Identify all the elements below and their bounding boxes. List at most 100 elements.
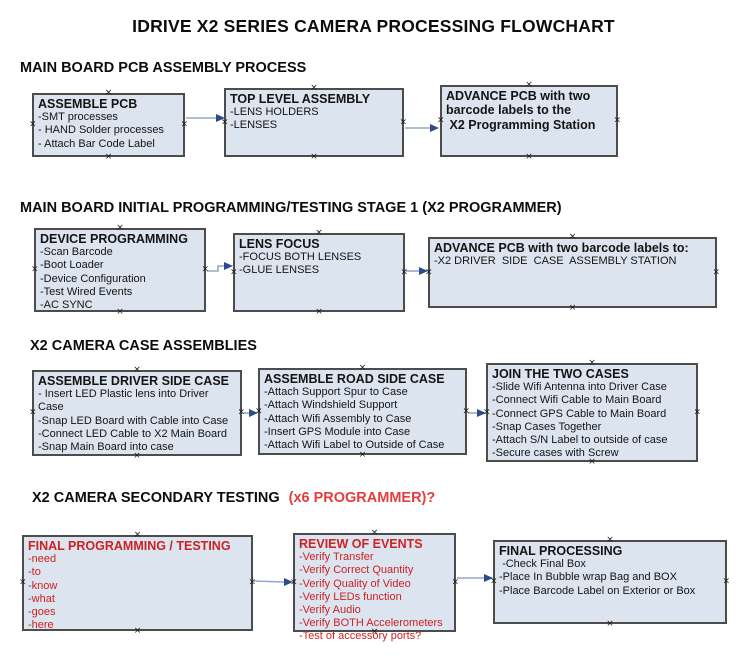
connection-point-icon: ×: [358, 363, 367, 373]
section-header-black-part: X2 CAMERA SECONDARY TESTING: [32, 490, 280, 506]
connector-arrow[interactable]: [186, 114, 225, 122]
flow-box-device-programming[interactable]: × × × × DEVICE PROGRAMMING -Scan Barcode…: [31, 224, 209, 317]
connection-point-icon: ×: [483, 407, 491, 417]
box-item: -to: [28, 566, 41, 579]
box-item: -Place Barcode Label on Exterior or Box: [499, 584, 696, 597]
box-item: -Snap Cases Together: [492, 420, 602, 433]
box-item: -Snap LED Board with Cable into Case: [38, 414, 229, 427]
flow-box-assemble-driver-side-case[interactable]: × × × × ASSEMBLE DRIVER SIDE CASE - Inse…: [29, 366, 245, 461]
connector-arrow[interactable]: [468, 409, 486, 417]
box-item: -Boot Loader: [40, 259, 104, 272]
flow-box-join-two-cases[interactable]: × × × × JOIN THE TWO CASES -Slide Wifi A…: [483, 359, 701, 467]
connection-point-icon: ×: [116, 223, 124, 233]
section-header-secondary-testing: X2 CAMERA SECONDARY TESTING (x6 PROGRAMME…: [32, 490, 435, 506]
box-item: - Insert LED Plastic lens into Driver Ca…: [38, 388, 212, 414]
connection-point-icon: ×: [613, 115, 621, 126]
connection-point-icon: ×: [568, 232, 577, 242]
connection-point-icon: ×: [104, 88, 113, 98]
box-item: -Snap Main Board into case: [38, 441, 174, 453]
flow-box-top-level-assembly[interactable]: × × × × TOP LEVEL ASSEMBLY -LENS HOLDERS…: [221, 84, 407, 162]
box-item: -Place In Bubble wrap Bag and BOX: [499, 571, 677, 584]
connection-point-icon: ×: [221, 117, 229, 127]
connection-point-icon: ×: [568, 303, 577, 313]
section-header-initial-programming: MAIN BOARD INITIAL PROGRAMMING/TESTING S…: [20, 200, 562, 216]
connection-point-icon: ×: [399, 117, 407, 127]
section-header-red-part: (x6 PROGRAMMER)?: [288, 490, 436, 506]
box-item: -Connect Wifi Cable to Main Board: [492, 394, 662, 407]
connection-point-icon: ×: [133, 365, 141, 375]
connection-point-icon: ×: [451, 577, 459, 587]
flow-box-assemble-pcb[interactable]: × × × × ASSEMBLE PCB -SMT processes - HA…: [29, 89, 188, 162]
flow-box-advance-pcb-programming-station[interactable]: × × × × ADVANCE PCB with two barcode lab…: [437, 81, 621, 162]
section-header-pcb-assembly: MAIN BOARD PCB ASSEMBLY PROCESS: [20, 60, 307, 76]
box-title: LENS FOCUS: [239, 237, 320, 251]
connector-arrow[interactable]: [457, 574, 493, 582]
box-item: -Verify Correct Quantity: [299, 564, 414, 577]
flow-box-review-of-events[interactable]: × × × × REVIEW OF EVENTS -Verify Transfe…: [290, 529, 459, 643]
box-item: -Attach Windshield Support: [264, 399, 398, 412]
box-title: ASSEMBLE ROAD SIDE CASE: [264, 372, 445, 386]
connection-point-icon: ×: [116, 307, 124, 317]
flow-box-final-programming-testing[interactable]: × × × × FINAL PROGRAMMING / TESTING -nee…: [19, 531, 256, 636]
connection-point-icon: ×: [310, 83, 318, 93]
flow-box-lens-focus[interactable]: × × × × LENS FOCUS -FOCUS BOTH LENSES -G…: [230, 229, 408, 317]
connection-point-icon: ×: [490, 576, 498, 587]
box-item: -Insert GPS Module into Case: [264, 425, 411, 438]
connector-arrow[interactable]: [405, 124, 439, 132]
box-title: ASSEMBLE DRIVER SIDE CASE: [38, 374, 230, 388]
section-header-case-assemblies: X2 CAMERA CASE ASSEMBLIES: [30, 338, 257, 354]
box-title: ADVANCE PCB with two barcode labels to:: [434, 241, 689, 255]
box-item: -Attach Wifi Assembly to Case: [264, 412, 412, 425]
box-item: -Check Final Box: [499, 558, 586, 571]
connection-point-icon: ×: [255, 406, 263, 416]
connector-arrow[interactable]: [207, 262, 233, 272]
flow-box-final-processing[interactable]: × × × × FINAL PROCESSING -Check Final Bo…: [490, 536, 730, 629]
connection-point-icon: ×: [525, 152, 533, 162]
connector-arrow[interactable]: [243, 409, 258, 417]
flow-box-advance-pcb-driver-side[interactable]: × × × × ADVANCE PCB with two barcode lab…: [425, 233, 720, 313]
connector-arrow[interactable]: [406, 267, 428, 275]
connection-point-icon: ×: [19, 577, 27, 588]
box-item: -Attach S/N Label to outside of case: [492, 434, 668, 446]
box-item: - HAND Solder processes: [38, 124, 164, 137]
box-item: -Attach Support Spur to Case: [264, 386, 408, 399]
connection-point-icon: ×: [400, 267, 408, 277]
box-title: TOP LEVEL ASSEMBLY: [230, 92, 371, 106]
flow-box-assemble-road-side-case[interactable]: × × × × ASSEMBLE ROAD SIDE CASE -Attach …: [255, 364, 470, 460]
box-item: -X2 DRIVER SIDE CASE ASSEMBLY STATION: [434, 255, 677, 268]
connection-point-icon: ×: [315, 228, 323, 238]
connection-point-icon: ×: [29, 119, 37, 130]
box-item: -Secure cases with Screw: [492, 447, 619, 460]
connection-point-icon: ×: [104, 152, 113, 162]
box-item: -Device Configuration: [40, 272, 146, 285]
connection-point-icon: ×: [588, 457, 596, 467]
box-item: -here: [28, 619, 54, 632]
connection-point-icon: ×: [230, 267, 238, 277]
box-item: -know: [28, 579, 58, 592]
box-title: FINAL PROGRAMMING / TESTING: [28, 539, 231, 553]
connector-arrow[interactable]: [253, 578, 293, 586]
connection-point-icon: ×: [462, 406, 470, 416]
box-item: -Test Wired Events: [40, 285, 133, 298]
connection-point-icon: ×: [31, 264, 39, 275]
connection-point-icon: ×: [310, 152, 318, 162]
connection-point-icon: ×: [133, 530, 142, 540]
box-item: -need: [28, 553, 57, 566]
connection-point-icon: ×: [370, 528, 379, 538]
box-item: -Verify LEDs function: [299, 590, 402, 603]
box-item: -SMT processes: [38, 111, 118, 124]
connection-point-icon: ×: [606, 619, 614, 629]
connection-point-icon: ×: [588, 358, 596, 368]
box-item: -Scan Barcode: [40, 246, 113, 259]
connection-point-icon: ×: [237, 407, 245, 418]
box-item: -Connect GPS Cable to Main Board: [492, 407, 667, 420]
box-item: -Attach Wifi Label to Outside of Case: [264, 439, 445, 451]
connection-point-icon: ×: [370, 627, 379, 637]
box-item: - Attach Bar Code Label: [38, 137, 155, 150]
box-title: JOIN THE TWO CASES: [492, 367, 629, 381]
connection-point-icon: ×: [290, 577, 298, 587]
box-item: -AC SYNC: [40, 299, 93, 311]
box-title: REVIEW OF EVENTS: [299, 537, 423, 551]
